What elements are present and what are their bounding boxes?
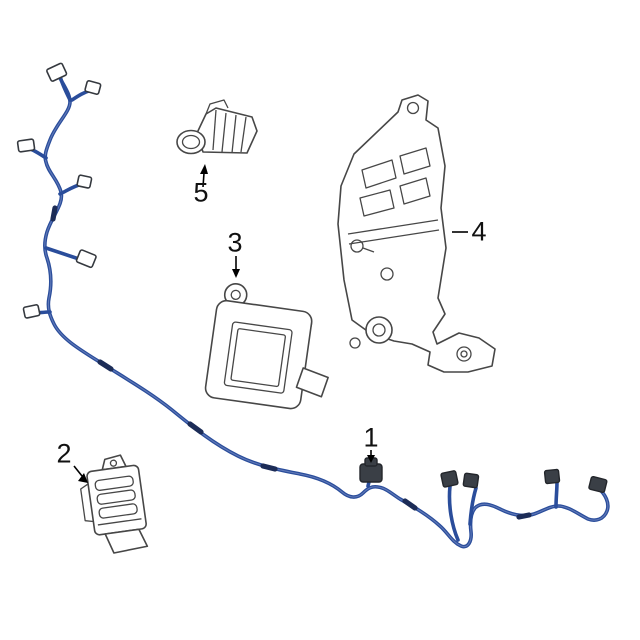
callout-label-3: 3 [227,227,243,258]
leader-arrow-1 [367,450,375,463]
harness-branch [447,484,460,542]
harness-tape [402,498,418,511]
harness-connector [75,249,97,269]
harness-connector [84,80,102,95]
part-2-bracket [80,454,149,554]
harness-connector [543,468,561,485]
harness-connector [440,470,459,488]
harness-tape [260,463,278,472]
leader-arrow-2 [73,465,88,483]
harness-tape [97,359,114,372]
harness-connector [588,475,608,494]
callout-label-5: 5 [193,177,209,208]
leader-arrow-5 [200,164,208,188]
callout-label-1: 1 [363,422,379,453]
part-3-module [204,283,329,410]
harness-branch [554,480,559,509]
leader-arrow-3 [232,256,240,278]
harness-branch [468,486,478,526]
harness-connector [462,472,480,489]
callout-label-2: 2 [56,438,72,469]
harness-connector [22,304,41,319]
harness-tape [50,205,58,222]
harness-connector [46,62,68,82]
wiring-harness [16,62,610,549]
callout-label-4: 4 [471,216,487,247]
harness-connector [16,138,36,153]
harness-tape [187,421,204,435]
harness-connector [76,174,93,189]
part-4-bracket [337,94,496,373]
harness-tape [516,512,532,520]
part-5-sensor [176,99,258,155]
harness-branch [58,74,72,102]
